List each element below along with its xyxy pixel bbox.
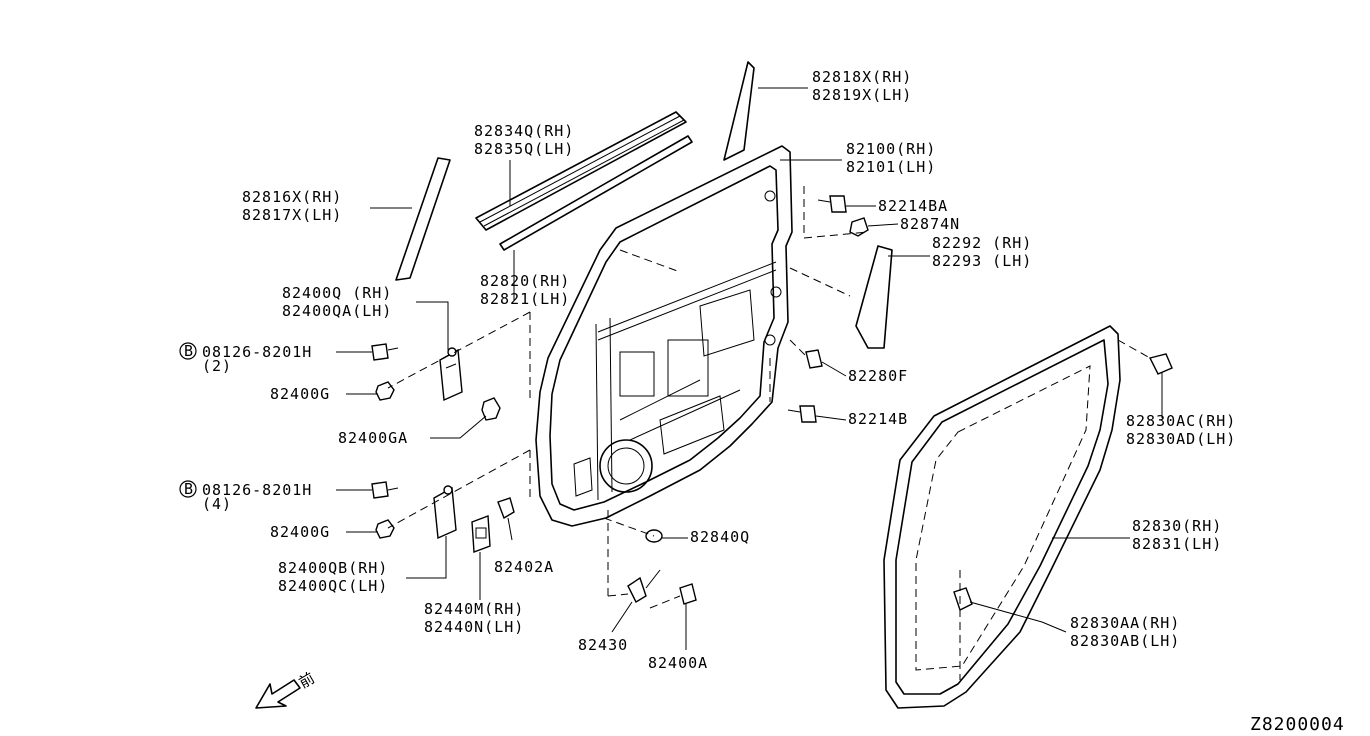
leader-lines <box>336 87 1163 650</box>
front-mark-label: 前 <box>296 668 319 692</box>
label-82400qb: 82400QB(RH)82400QC(LH) <box>278 559 388 595</box>
label-bolt-upper: 08126-8201H(2) <box>202 343 312 375</box>
bolt-upper-part <box>371 343 399 361</box>
bolt-symbol-upper: B <box>179 342 197 360</box>
label-82292: 82292 (RH)82293 (LH) <box>932 234 1032 270</box>
label-82400g-lower: 82400G <box>270 523 330 541</box>
bolt-82400a-part <box>679 583 697 605</box>
label-82816x: 82816X(RH)82817X(LH) <box>242 188 342 224</box>
svg-text:B: B <box>184 342 194 360</box>
label-82280f: 82280F <box>848 367 908 385</box>
nut-82400g-upper-part <box>375 381 395 401</box>
hinge-upper-part <box>439 347 463 402</box>
check-link-part <box>471 515 491 553</box>
lock-82430-part <box>627 569 661 603</box>
inner-weatherstrip-part <box>499 135 693 251</box>
sash-cover-part <box>395 157 451 281</box>
label-82830aa: 82830AA(RH)82830AB(LH) <box>1070 614 1180 650</box>
part-labels: 82818X(RH)82819X(LH) 82834Q(RH)82835Q(LH… <box>179 68 1345 735</box>
belt-moulding-part <box>475 111 687 231</box>
label-82400a: 82400A <box>648 654 708 672</box>
label-bolt-lower: 08126-8201H(4) <box>202 481 312 513</box>
label-82440m: 82440M(RH)82440N(LH) <box>424 600 524 636</box>
screw-82214ba-part <box>817 195 847 213</box>
label-82400ga: 82400GA <box>338 429 408 447</box>
label-82820: 82820(RH)82821(LH) <box>480 272 570 308</box>
label-82818x: 82818X(RH)82819X(LH) <box>812 68 912 104</box>
label-82834q: 82834Q(RH)82835Q(LH) <box>474 122 574 158</box>
svg-text:B: B <box>184 480 194 498</box>
hinge-lower-part <box>433 485 457 540</box>
label-82402a: 82402A <box>494 558 554 576</box>
bolt-lower-part <box>371 481 399 499</box>
label-82830ac: 82830AC(RH)82830AD(LH) <box>1126 412 1236 448</box>
label-82214b: 82214B <box>848 410 908 428</box>
corner-trim-upper-part <box>723 61 755 161</box>
label-82100: 82100(RH)82101(LH) <box>846 140 936 176</box>
door-shell-part <box>535 145 793 527</box>
nut-82874n-part <box>849 217 869 237</box>
weatherstrip-frame-part <box>883 325 1121 709</box>
label-82430: 82430 <box>578 636 628 654</box>
nut-82400g-lower-part <box>375 519 395 539</box>
label-82400q: 82400Q (RH)82400QA(LH) <box>282 284 392 320</box>
clip-82280f-part <box>805 349 823 369</box>
diagram-code: Z8200004 <box>1250 714 1345 735</box>
label-82400g-upper: 82400G <box>270 385 330 403</box>
clip-82830aa-part <box>953 587 973 611</box>
clip-82830ac-part <box>1148 353 1173 375</box>
bolt-82402a-part <box>497 497 515 520</box>
sash-pad-part <box>855 245 893 349</box>
nut-82400ga-part <box>481 397 501 421</box>
label-82874n: 82874N <box>900 215 960 233</box>
assembly-lines <box>387 186 1151 680</box>
label-82830: 82830(RH)82831(LH) <box>1132 517 1222 553</box>
label-82840q: 82840Q <box>690 528 750 546</box>
front-direction-arrow: 前 <box>255 668 319 709</box>
label-82214ba: 82214BA <box>878 197 948 215</box>
screw-82214b-part <box>787 405 817 423</box>
bolt-symbol-lower: B <box>179 480 197 498</box>
